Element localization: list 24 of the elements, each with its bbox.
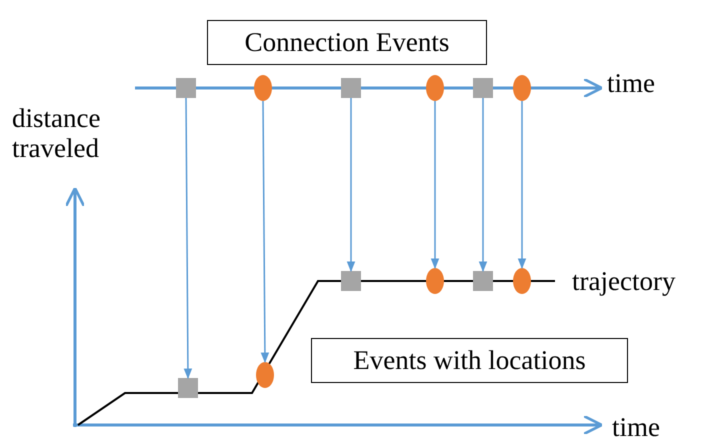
event-dot [254, 75, 272, 101]
line-label: trajectory [572, 266, 676, 296]
axis-label: time [607, 68, 655, 98]
arrow [346, 98, 356, 272]
event-square [341, 271, 361, 291]
event-dot [513, 268, 531, 294]
event-square [176, 78, 196, 98]
arrow [184, 98, 192, 380]
axis-label: time [612, 412, 660, 441]
event-square [341, 78, 361, 98]
event-dot [256, 362, 274, 388]
arrow [430, 101, 440, 270]
event-square [473, 271, 493, 291]
arrow [478, 98, 488, 272]
event-square [473, 78, 493, 98]
arrow [518, 101, 526, 270]
text-box: Events with locations [311, 338, 628, 383]
text-box: Connection Events [207, 20, 487, 65]
arrow [260, 101, 270, 364]
axis-label: distance traveled [12, 103, 102, 163]
event-dot [426, 75, 444, 101]
event-dot [513, 75, 531, 101]
event-dot [426, 268, 444, 294]
event-square [178, 378, 198, 398]
